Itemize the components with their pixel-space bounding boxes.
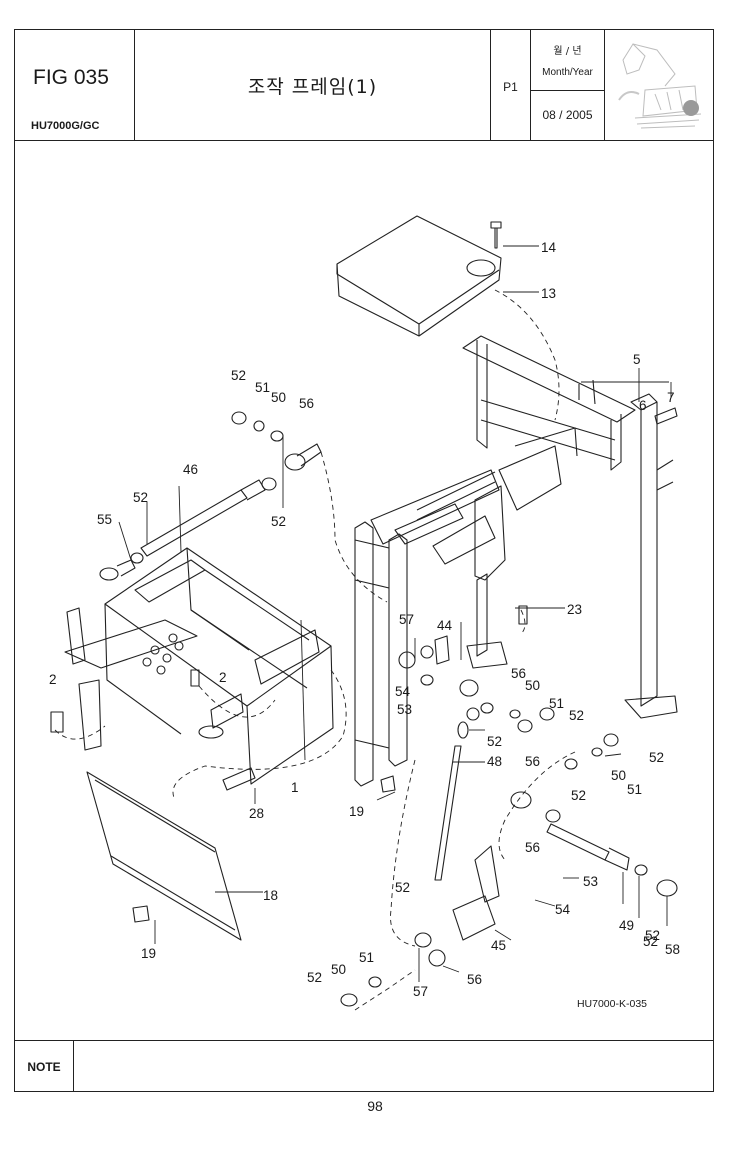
callout-46: 46 bbox=[183, 462, 198, 477]
side-panel bbox=[64, 619, 198, 669]
callout-2: 2 bbox=[219, 670, 227, 685]
callout-52: 52 bbox=[569, 708, 584, 723]
callout-52: 52 bbox=[649, 750, 664, 765]
callout-51: 51 bbox=[255, 380, 270, 395]
callout-56: 56 bbox=[511, 666, 526, 681]
callout-52: 52 bbox=[231, 368, 246, 383]
model-name: HU7000G/GC bbox=[31, 120, 100, 132]
control-plate bbox=[370, 469, 500, 545]
callout-55: 55 bbox=[97, 512, 112, 527]
page-cell: P1 bbox=[491, 30, 531, 140]
callout-56: 56 bbox=[525, 840, 540, 855]
date-label-korean: 월 / 년 bbox=[553, 46, 582, 57]
callout-49: 49 bbox=[619, 918, 634, 933]
callout-53: 53 bbox=[583, 874, 598, 889]
callout-52: 52 bbox=[133, 490, 148, 505]
parts-sheet: FIG 035 HU7000G/GC 조작 프레임(1) P1 월 / 년 Mo… bbox=[14, 29, 714, 1092]
upper-frame bbox=[462, 335, 636, 423]
drawing-number: HU7000-K-035 bbox=[576, 998, 647, 1010]
figure-number: FIG 035 bbox=[33, 66, 109, 89]
lever-45 bbox=[452, 895, 496, 941]
callout-7: 7 bbox=[667, 390, 675, 405]
callout-51: 51 bbox=[359, 950, 374, 965]
page-code: P1 bbox=[503, 80, 518, 94]
callout-57: 57 bbox=[399, 612, 414, 627]
page-number: 98 bbox=[367, 1098, 383, 1114]
callout-44: 44 bbox=[437, 618, 453, 633]
date-cell: 월 / 년 Month/Year 08 / 2005 bbox=[531, 30, 605, 140]
callout-52: 52 bbox=[307, 970, 322, 985]
callout-14: 14 bbox=[541, 240, 557, 255]
callout-45: 45 bbox=[491, 938, 506, 953]
page-title: 조작 프레임(1) bbox=[247, 76, 378, 98]
callout-52: 52 bbox=[571, 788, 586, 803]
callout-1: 1 bbox=[291, 780, 299, 795]
date-divider bbox=[531, 90, 604, 91]
callout-56: 56 bbox=[525, 754, 540, 769]
callout-48: 48 bbox=[487, 754, 502, 769]
title-cell: 조작 프레임(1) bbox=[135, 30, 491, 140]
callout-54: 54 bbox=[395, 684, 411, 699]
callout-13: 13 bbox=[541, 286, 556, 301]
callout-6: 6 bbox=[639, 398, 647, 413]
excavator-logo-icon bbox=[618, 43, 702, 129]
callout-18: 18 bbox=[263, 888, 278, 903]
figure-cell: FIG 035 HU7000G/GC bbox=[15, 30, 135, 140]
callout-51: 51 bbox=[627, 782, 642, 797]
title-block: FIG 035 HU7000G/GC 조작 프레임(1) P1 월 / 년 Mo… bbox=[15, 30, 713, 141]
control-rod-48 bbox=[434, 745, 462, 881]
bolt-14 bbox=[490, 221, 502, 249]
callout-2: 2 bbox=[49, 672, 57, 687]
date-value: 08 / 2005 bbox=[542, 108, 593, 122]
callout-5: 5 bbox=[633, 352, 641, 367]
callout-50: 50 bbox=[271, 390, 286, 405]
callout-57: 57 bbox=[413, 984, 428, 999]
cover-plate bbox=[336, 215, 502, 337]
callout-52: 52 bbox=[487, 734, 502, 749]
callout-58: 58 bbox=[665, 942, 680, 957]
callout-56: 56 bbox=[467, 972, 482, 987]
callout-23: 23 bbox=[567, 602, 582, 617]
callout-53: 53 bbox=[397, 702, 412, 717]
callout-19: 19 bbox=[349, 804, 364, 819]
bottom-cover-plate bbox=[86, 771, 242, 941]
callout-54: 54 bbox=[555, 902, 571, 917]
main-upright bbox=[354, 521, 374, 787]
callout-28: 28 bbox=[249, 806, 264, 821]
callout-50: 50 bbox=[331, 962, 346, 977]
callout-50: 50 bbox=[525, 678, 540, 693]
callout-52: 52 bbox=[643, 934, 658, 949]
callout-52: 52 bbox=[395, 880, 410, 895]
callout-52: 52 bbox=[645, 928, 660, 943]
note-label: NOTE bbox=[15, 1041, 74, 1092]
callout-51: 51 bbox=[549, 696, 564, 711]
date-label-english: Month/Year bbox=[542, 67, 593, 78]
callout-52: 52 bbox=[271, 514, 286, 529]
callout-50: 50 bbox=[611, 768, 626, 783]
logo-cell bbox=[605, 30, 713, 140]
callout-19: 19 bbox=[141, 946, 156, 961]
note-band: NOTE bbox=[15, 1040, 713, 1092]
tie-rod-46 bbox=[140, 489, 248, 557]
callout-56: 56 bbox=[299, 396, 314, 411]
